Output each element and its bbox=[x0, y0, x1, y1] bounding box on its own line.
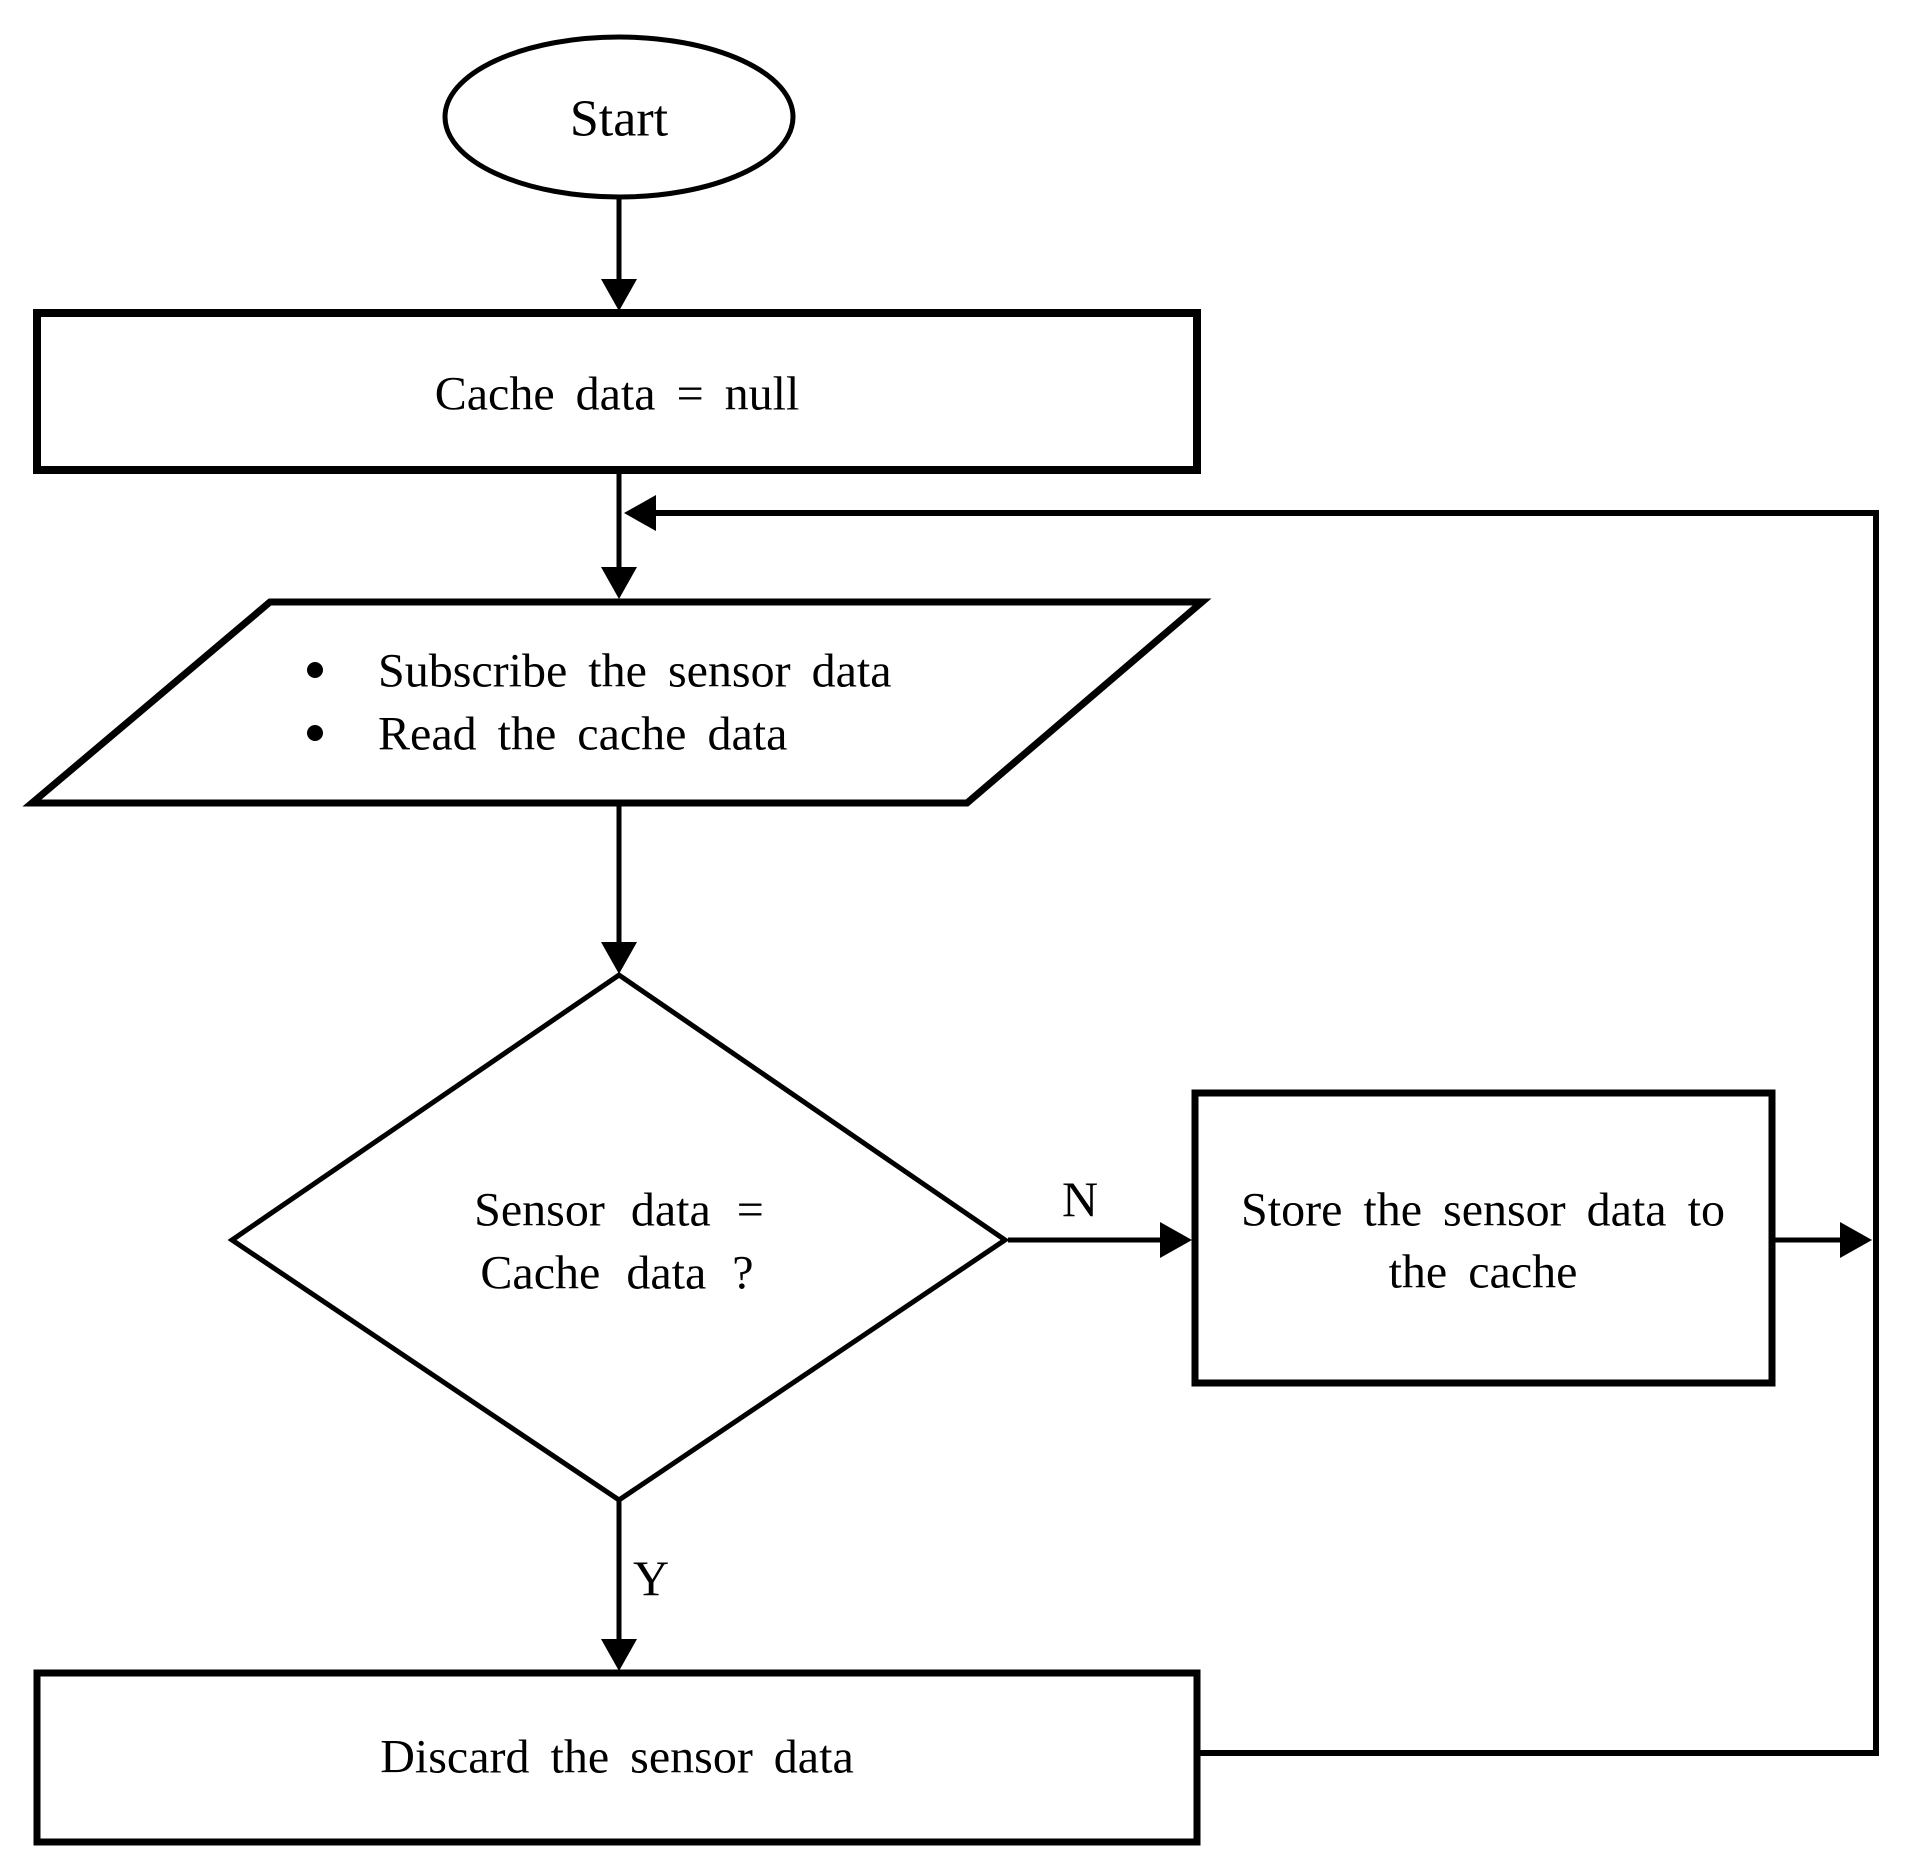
node-init-cache: Cache data = null bbox=[33, 309, 1201, 474]
arrow-down-icon bbox=[601, 1639, 637, 1671]
branch-label-yes: Y bbox=[633, 1550, 669, 1606]
edge-init-to-io bbox=[601, 470, 637, 599]
process-rect bbox=[33, 309, 1201, 474]
store-label-line2: the cache bbox=[1389, 1246, 1578, 1299]
node-discard: Discard the sensor data bbox=[33, 1669, 1201, 1846]
arrow-down-icon bbox=[601, 942, 637, 974]
io-parallelogram bbox=[22, 598, 1212, 807]
io-item-label: Read the cache data bbox=[378, 708, 787, 761]
arrow-right-icon bbox=[1160, 1222, 1192, 1258]
arrow-right-icon bbox=[1840, 1222, 1872, 1258]
decision-diamond bbox=[227, 971, 1010, 1504]
start-label: Start bbox=[570, 91, 669, 148]
node-subscribe-io: Subscribe the sensor data Read the cache… bbox=[22, 598, 1212, 807]
bullet-icon bbox=[307, 725, 323, 741]
branch-label-no: N bbox=[1062, 1171, 1098, 1227]
edge-start-to-init bbox=[601, 197, 637, 311]
edge-store-to-feedback bbox=[1772, 1222, 1872, 1258]
decision-label-line1: Sensor data = bbox=[474, 1184, 764, 1237]
store-label-line1: Store the sensor data to bbox=[1241, 1184, 1725, 1237]
arrow-down-icon bbox=[601, 279, 637, 311]
process-rect bbox=[1191, 1089, 1776, 1387]
node-store-cache: Store the sensor data to the cache bbox=[1191, 1089, 1776, 1387]
bullet-icon bbox=[307, 662, 323, 678]
node-start: Start bbox=[442, 34, 796, 200]
init-cache-label: Cache data = null bbox=[435, 368, 800, 421]
arrow-down-icon bbox=[601, 567, 637, 599]
feedback-line bbox=[652, 510, 1879, 1753]
edge-decision-yes-to-discard: Y bbox=[601, 1500, 669, 1671]
edge-feedback-loop bbox=[624, 495, 1879, 1753]
process-rect bbox=[33, 1669, 1201, 1846]
edge-decision-no-to-store: N bbox=[1008, 1171, 1192, 1258]
edge-io-to-decision bbox=[601, 803, 637, 974]
io-item-label: Subscribe the sensor data bbox=[378, 645, 892, 698]
node-decision: Sensor data = Cache data ? bbox=[227, 971, 1010, 1504]
discard-label: Discard the sensor data bbox=[380, 1731, 854, 1784]
decision-label-line2: Cache data ? bbox=[480, 1247, 753, 1300]
arrow-left-icon bbox=[624, 495, 656, 531]
start-ellipse bbox=[442, 34, 796, 200]
